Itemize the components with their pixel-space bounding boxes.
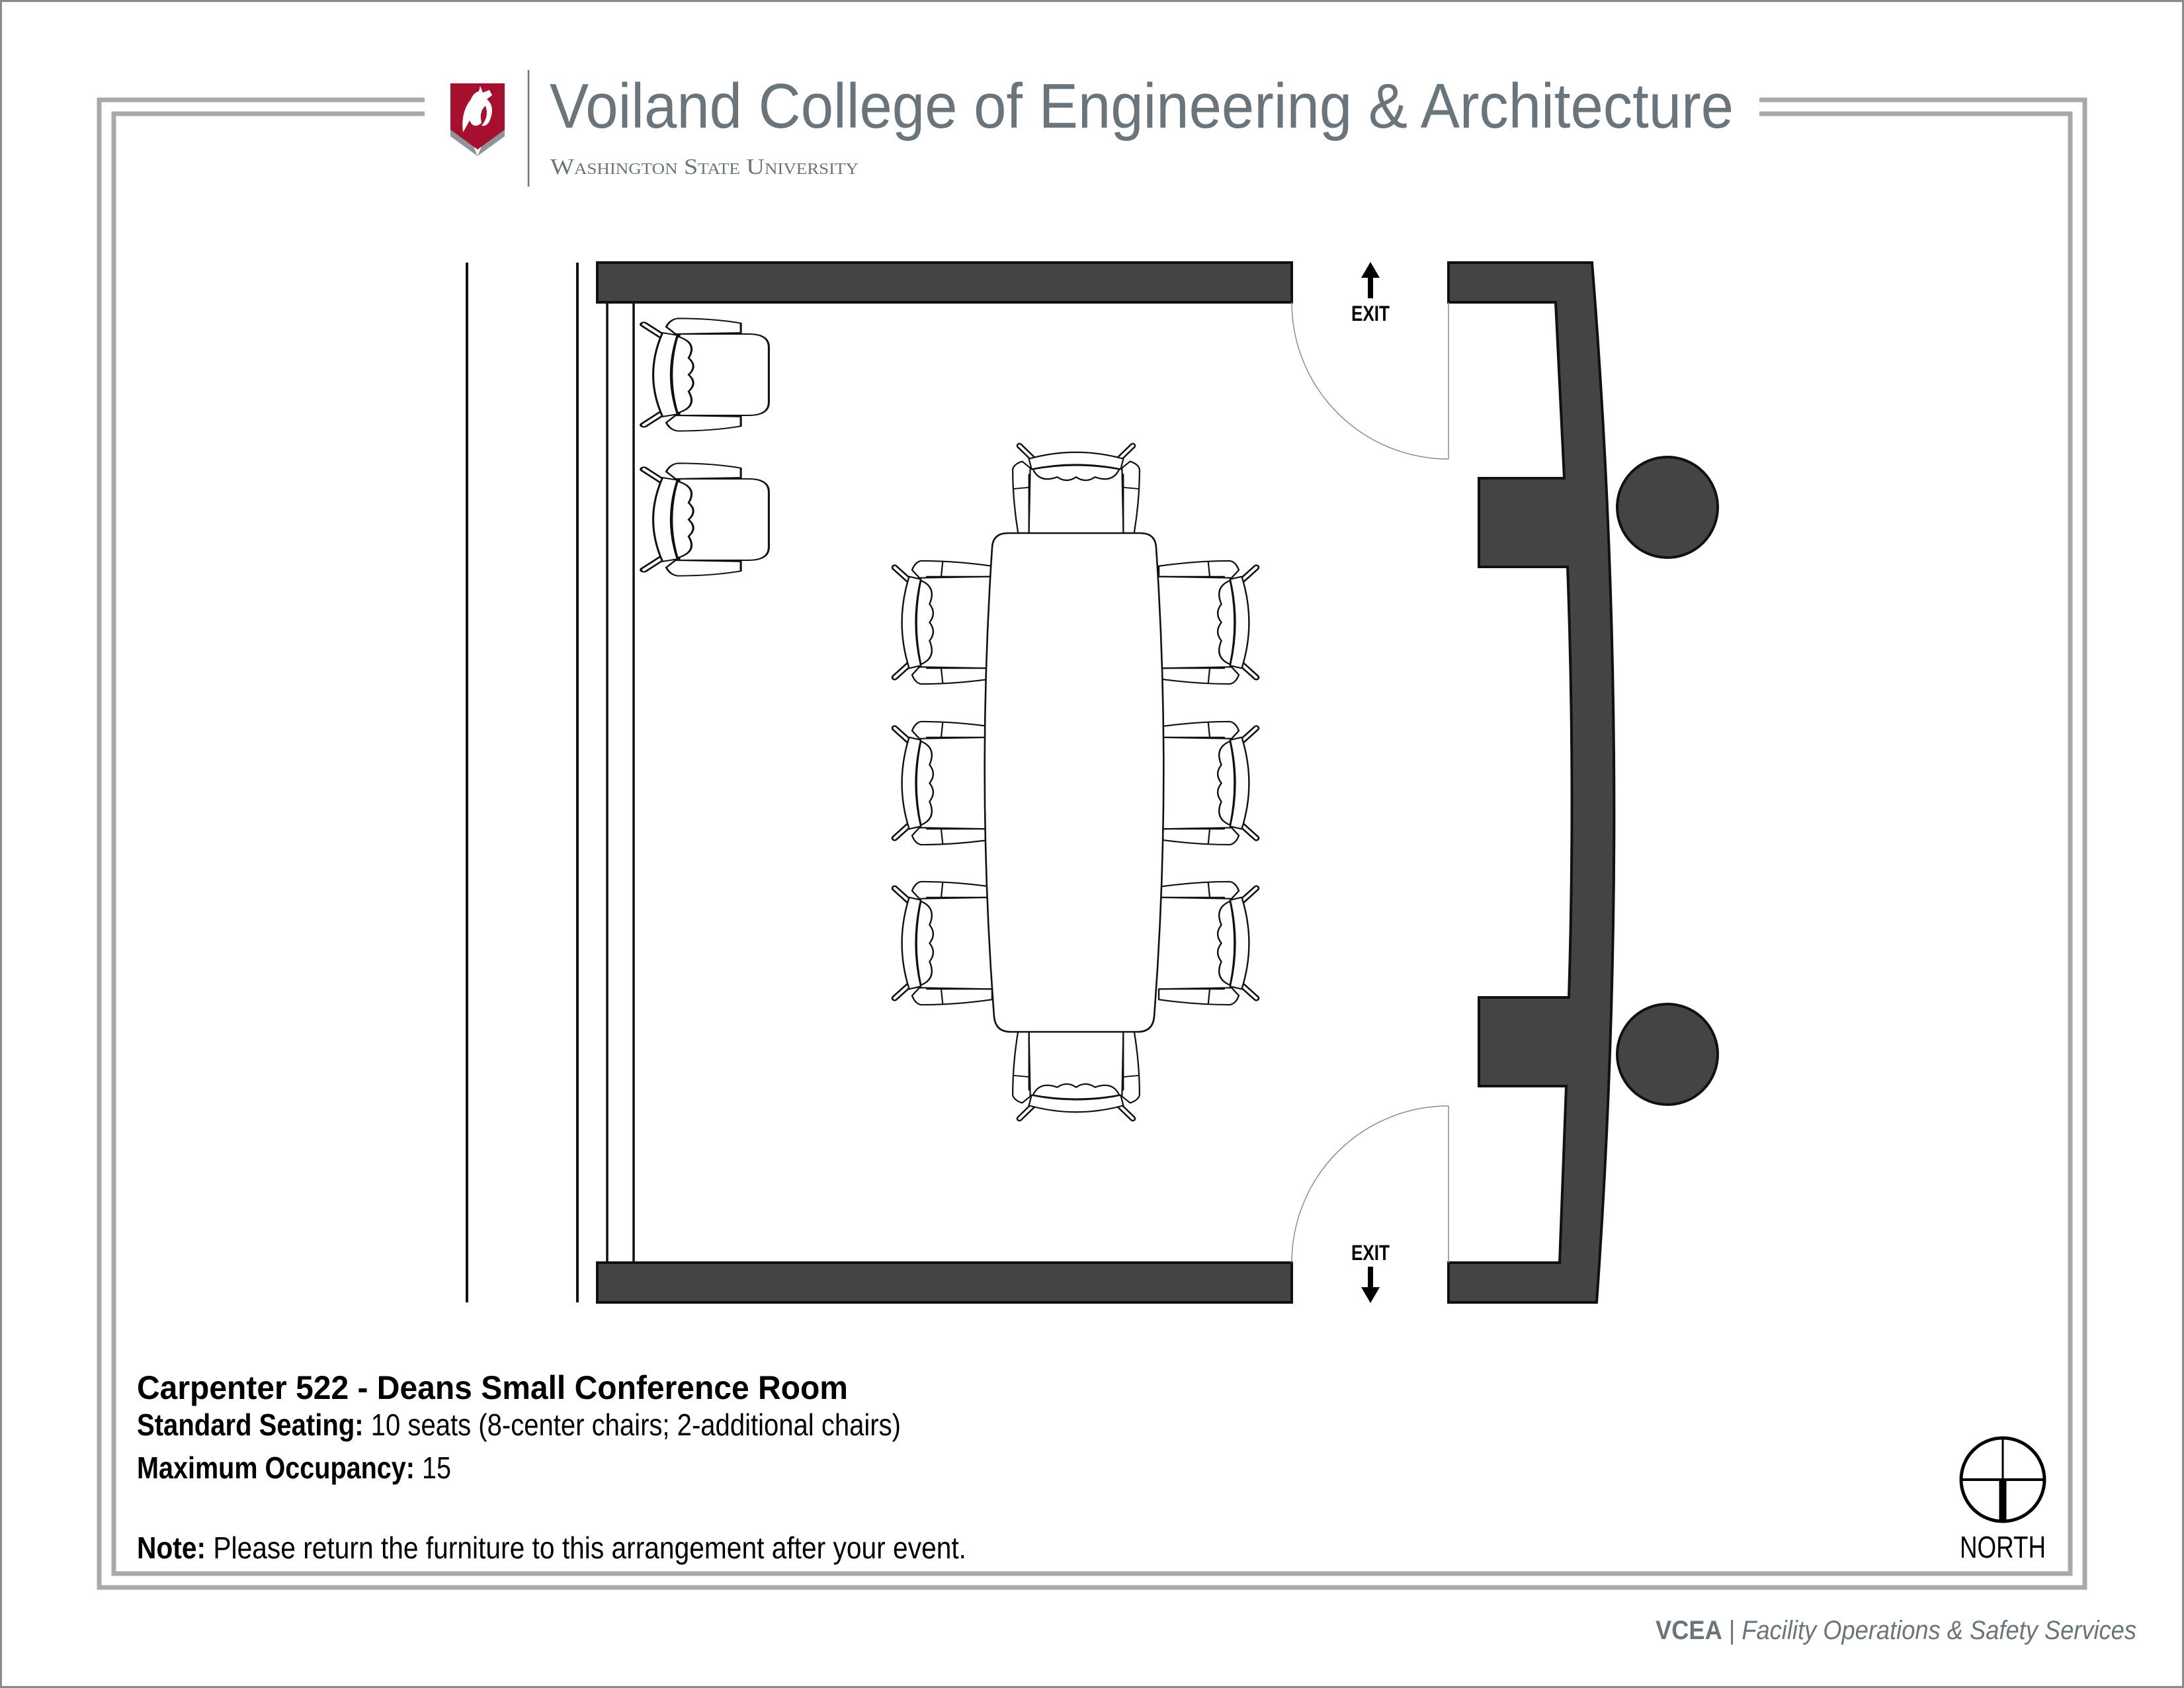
door-south[interactable] bbox=[1291, 1105, 1449, 1263]
floor-plan: EXIT EXIT bbox=[466, 261, 1719, 1304]
exit-marker-north: EXIT bbox=[1351, 262, 1390, 325]
conference-table[interactable] bbox=[984, 532, 1165, 1033]
standard-seating: Standard Seating: 10 seats (8-center cha… bbox=[137, 1408, 901, 1442]
south-wall bbox=[596, 1261, 1293, 1304]
north-label: NORTH bbox=[1960, 1530, 2046, 1564]
column-north bbox=[1616, 456, 1719, 559]
room-title: Carpenter 522 - Deans Small Conference R… bbox=[137, 1369, 848, 1406]
door-north[interactable] bbox=[1291, 302, 1449, 460]
standard-seating-value: 10 seats (8-center chairs; 2-additional … bbox=[364, 1408, 901, 1442]
north-compass-icon: NORTH bbox=[1959, 1436, 2046, 1564]
additional-chair-2[interactable] bbox=[644, 463, 769, 575]
furniture-note: Note: Please return the furniture to thi… bbox=[137, 1531, 966, 1565]
standard-seating-label: Standard Seating: bbox=[137, 1408, 364, 1442]
arrow-down-icon bbox=[1361, 1267, 1380, 1303]
maximum-occupancy-value: 15 bbox=[415, 1451, 451, 1485]
exit-marker-south: EXIT bbox=[1351, 1241, 1390, 1303]
furniture-note-value: Please return the furniture to this arra… bbox=[206, 1531, 966, 1565]
inner-frame bbox=[111, 111, 2073, 1576]
footer: VCEA | Facility Operations & Safety Serv… bbox=[1656, 1616, 2136, 1645]
exit-label-north: EXIT bbox=[1351, 302, 1390, 325]
exit-label-south: EXIT bbox=[1351, 1241, 1390, 1265]
header: Voiland College of Engineering & Archite… bbox=[450, 70, 1734, 187]
wsu-cougar-shield-icon bbox=[450, 83, 505, 156]
footer-separator: | bbox=[1722, 1616, 1742, 1645]
east-curved-wall bbox=[1447, 261, 1616, 1304]
university-name: Washington State University bbox=[550, 155, 859, 179]
maximum-occupancy-label: Maximum Occupancy: bbox=[137, 1451, 415, 1485]
room-info: Carpenter 522 - Deans Small Conference R… bbox=[137, 1369, 966, 1565]
furniture-note-label: Note: bbox=[137, 1531, 206, 1565]
maximum-occupancy: Maximum Occupancy: 15 bbox=[137, 1451, 451, 1485]
footer-dept: Facility Operations & Safety Services bbox=[1742, 1616, 2136, 1645]
arrow-up-icon bbox=[1361, 262, 1380, 298]
additional-chair-1[interactable] bbox=[644, 318, 769, 431]
north-wall bbox=[596, 261, 1293, 304]
page-title: Voiland College of Engineering & Archite… bbox=[550, 71, 1734, 142]
page-frame bbox=[97, 97, 2087, 1590]
footer-org: VCEA bbox=[1656, 1616, 1722, 1645]
outer-frame bbox=[97, 97, 2087, 1590]
column-south bbox=[1616, 1003, 1719, 1106]
